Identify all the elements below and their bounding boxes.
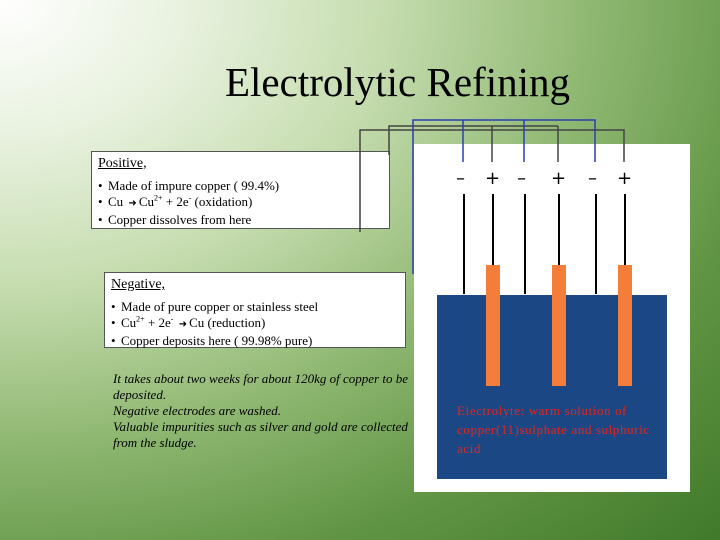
electrode-sign-negative: –: [517, 168, 526, 189]
note-line: Valuable impurities such as silver and g…: [113, 419, 408, 450]
right-arrow-icon: ➜: [178, 319, 188, 330]
negative-item: •Copper deposits here ( 99.98% pure): [111, 333, 313, 348]
electrode-sign-negative: –: [456, 168, 465, 189]
positive-item: •Cu ➜Cu2+ + 2e- (oxidation): [98, 194, 383, 212]
positive-heading: Positive,: [98, 156, 147, 171]
process-notes: It takes about two weeks for about 120kg…: [113, 371, 433, 451]
wire-positive: [388, 125, 558, 155]
positive-info-box: Positive, •Made of impure copper ( 99.4%…: [91, 151, 390, 229]
note-line: It takes about two weeks for about 120kg…: [113, 371, 408, 402]
positive-item: •Made of impure copper ( 99.4%): [98, 178, 280, 193]
electrode-rod: [492, 194, 494, 266]
negative-heading: Negative,: [111, 277, 166, 292]
electrode-rod: [624, 194, 626, 266]
electrode-rod: [463, 194, 465, 294]
right-arrow-icon: ➜: [128, 198, 137, 209]
electrode-sign-positive: +: [617, 168, 633, 189]
electrode-rod: [524, 194, 526, 294]
negative-info-box: Negative, •Made of pure copper or stainl…: [104, 272, 406, 348]
anode-plate: [486, 265, 500, 386]
electrolyte-label: Electrolyte: warm solution of copper(11)…: [457, 403, 650, 456]
negative-item: •Cu2+ + 2e- ➜Cu (reduction): [111, 315, 399, 333]
electrode-sign-positive: +: [485, 168, 501, 189]
anode-plate: [618, 265, 632, 386]
electrode-rod: [595, 194, 597, 294]
note-line: Negative electrodes are washed.: [113, 403, 281, 418]
negative-item: •Made of pure copper or stainless steel: [111, 299, 319, 314]
electrode-sign-positive: +: [551, 168, 567, 189]
anode-plate: [552, 265, 566, 386]
page-title: Electrolytic Refining: [225, 59, 570, 105]
wire-negative: [412, 119, 596, 274]
positive-item: •Copper dissolves from here: [98, 212, 252, 227]
electrode-rod: [558, 194, 560, 266]
electrode-sign-negative: –: [588, 168, 597, 189]
